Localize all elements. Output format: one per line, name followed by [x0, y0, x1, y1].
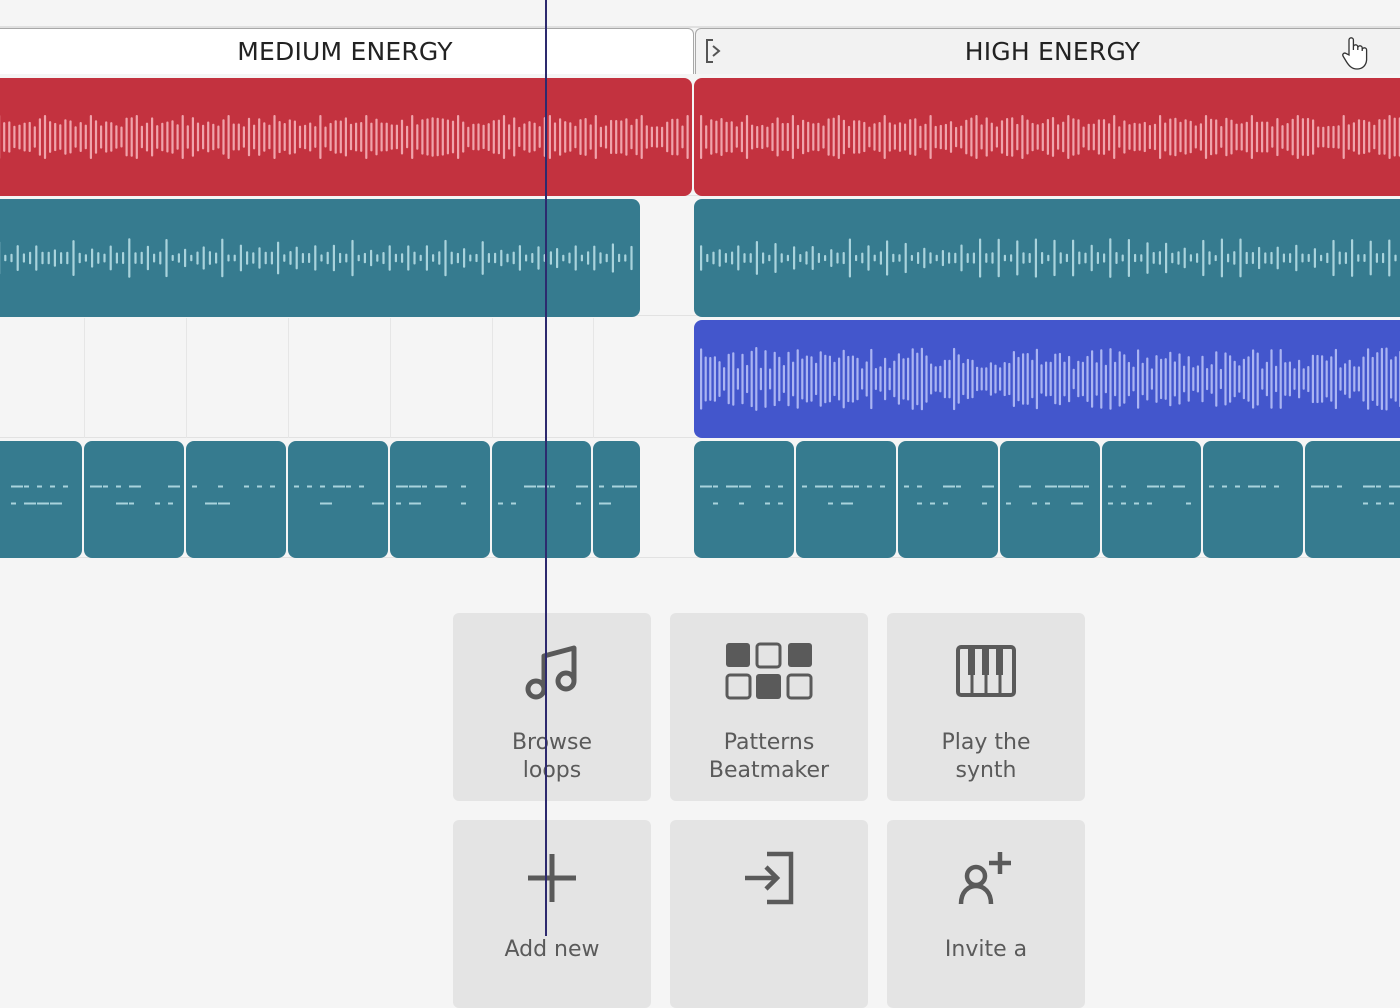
pattern-clip[interactable] [694, 441, 794, 558]
beat-grid-line [593, 318, 594, 438]
tile-label-line1: Browse [512, 729, 592, 757]
pattern-clip[interactable] [1203, 441, 1303, 558]
pattern-clip[interactable] [796, 441, 896, 558]
track-lane-1 [0, 76, 1400, 196]
waveform [796, 441, 896, 558]
waveform [1102, 441, 1201, 558]
waveform [84, 441, 184, 558]
waveform [694, 320, 1400, 438]
waveform [1000, 441, 1100, 558]
waveform [593, 441, 640, 558]
audio-clip[interactable] [694, 320, 1400, 438]
tile-label-line1: Add new [504, 936, 599, 964]
waveform [390, 441, 490, 558]
waveform [694, 199, 1400, 317]
waveform [0, 199, 640, 317]
pattern-clip[interactable] [1102, 441, 1201, 558]
beat-grid-line [288, 318, 289, 438]
waveform [1305, 441, 1400, 558]
section-label-high-energy: HIGH ENERGY [965, 37, 1141, 66]
waveform [694, 441, 794, 558]
tile-label-line1: Patterns [709, 729, 829, 757]
tile-label-line2: Beatmaker [709, 757, 829, 785]
grid-pads-icon [725, 642, 813, 700]
audio-clip[interactable] [694, 78, 1400, 196]
plus-icon [524, 850, 580, 906]
section-header-medium-energy[interactable]: MEDIUM ENERGY [0, 28, 694, 74]
pattern-clip[interactable] [1000, 441, 1100, 558]
waveform [186, 441, 286, 558]
section-expand-icon[interactable] [704, 38, 724, 64]
pattern-clip[interactable] [186, 441, 286, 558]
add-person-icon [956, 848, 1016, 908]
waveform [492, 441, 591, 558]
waveform [898, 441, 998, 558]
beat-grid-line [492, 318, 493, 438]
waveform [288, 441, 388, 558]
waveform [0, 78, 692, 196]
beat-grid-line [186, 318, 187, 438]
pattern-clip[interactable] [593, 441, 640, 558]
piano-keys-icon [956, 645, 1016, 697]
pattern-clip[interactable] [0, 441, 82, 558]
section-header-high-energy[interactable]: HIGH ENERGY [695, 28, 1400, 74]
pattern-clip[interactable] [288, 441, 388, 558]
playhead[interactable] [545, 0, 547, 936]
import-button[interactable] [670, 820, 868, 1008]
track-lane-4 [0, 438, 1400, 558]
waveform [1203, 441, 1303, 558]
invite-collaborator-button[interactable]: Invite a [887, 820, 1085, 1008]
pattern-clip[interactable] [84, 441, 184, 558]
track-lane-2 [0, 196, 1400, 316]
tile-label-line2: synth [942, 757, 1031, 785]
waveform [694, 78, 1400, 196]
pattern-clip[interactable] [898, 441, 998, 558]
beat-grid-line [84, 318, 85, 438]
music-note-icon [524, 642, 580, 700]
tile-label-line1: Play the [942, 729, 1031, 757]
add-new-track-button[interactable]: Add new [453, 820, 651, 1008]
audio-clip[interactable] [0, 78, 692, 196]
pattern-clip[interactable] [1305, 441, 1400, 558]
section-label-medium-energy: MEDIUM ENERGY [237, 37, 452, 66]
audio-clip[interactable] [694, 199, 1400, 317]
waveform [0, 441, 82, 558]
pattern-clip[interactable] [492, 441, 591, 558]
beat-grid-line [390, 318, 391, 438]
audio-clip[interactable] [0, 199, 640, 317]
tile-label-line2: loops [512, 757, 592, 785]
track-lane-3 [0, 318, 1400, 438]
hand-cursor-icon [1340, 35, 1370, 71]
import-icon [741, 850, 797, 906]
pattern-clip[interactable] [390, 441, 490, 558]
tile-label-line1: Invite a [945, 936, 1027, 964]
